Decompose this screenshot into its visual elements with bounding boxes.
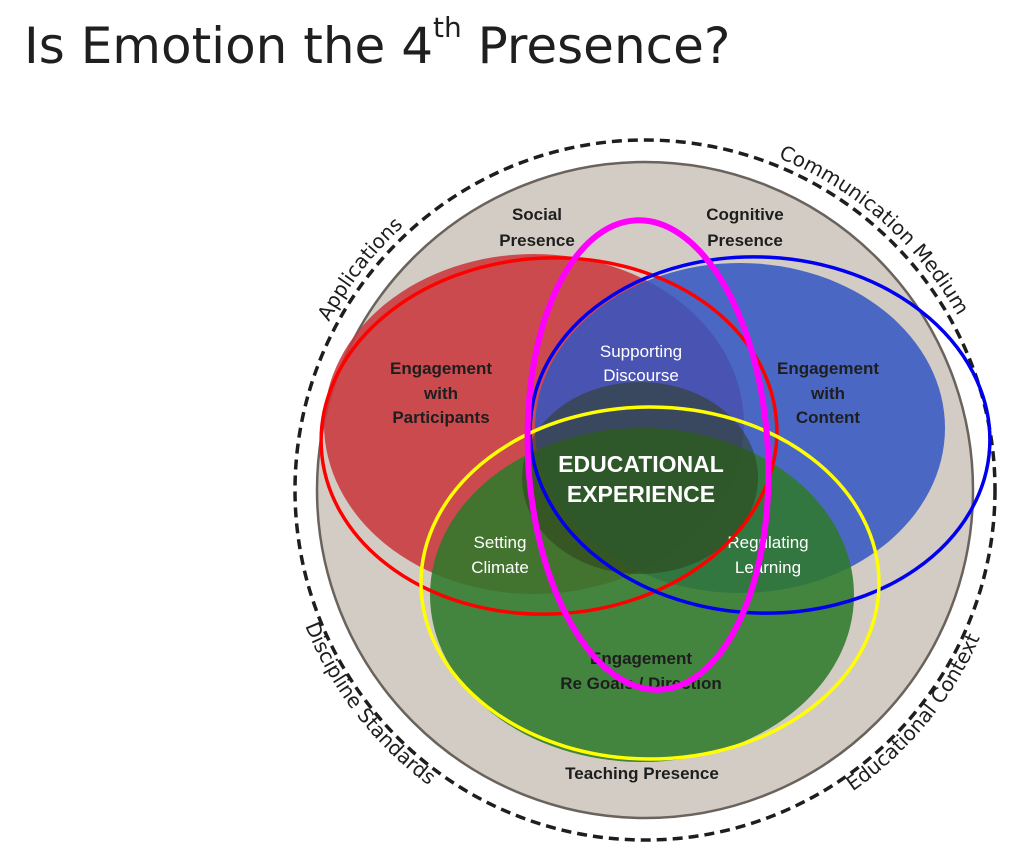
context-ring xyxy=(293,138,997,842)
educational-experience-line1: EDUCATIONAL xyxy=(558,451,724,477)
highlight-outlines xyxy=(319,217,992,761)
cognitive-presence-label-line1: Cognitive xyxy=(706,205,783,224)
engagement-goals-line2: Re Goals / Direction xyxy=(560,674,722,693)
presence-labels: Social Presence Cognitive Presence Teach… xyxy=(499,205,784,783)
region-labels: Engagement with Participants Engagement … xyxy=(390,342,879,693)
engagement-participants-line3: Participants xyxy=(392,408,489,427)
setting-climate-line1: Setting xyxy=(474,533,527,552)
engagement-content-line2: with xyxy=(810,384,845,403)
engagement-content-line1: Engagement xyxy=(777,359,879,378)
cognitive-presence-label-line2: Presence xyxy=(707,231,783,250)
supporting-discourse-line2: Discourse xyxy=(603,366,679,385)
magenta-outline-ellipse xyxy=(524,217,772,693)
supporting-discourse-line1: Supporting xyxy=(600,342,682,361)
social-presence-label-line2: Presence xyxy=(499,231,575,250)
engagement-content-line3: Content xyxy=(796,408,861,427)
engagement-goals-line1: Engagement xyxy=(590,649,692,668)
educational-experience-core xyxy=(522,382,758,574)
yellow-outline-ellipse xyxy=(419,405,881,761)
title-suffix: Presence? xyxy=(461,17,731,75)
engagement-participants-line2: with xyxy=(423,384,458,403)
regulating-learning-line2: Learning xyxy=(735,558,801,577)
educational-experience-line2: EXPERIENCE xyxy=(567,481,715,507)
title-prefix: Is Emotion the 4 xyxy=(24,17,434,75)
red-outline-ellipse xyxy=(319,256,779,616)
title-superscript: th xyxy=(433,11,462,44)
social-presence-label-line1: Social xyxy=(512,205,562,224)
engagement-participants-line1: Engagement xyxy=(390,359,492,378)
regulating-learning-line1: Regulating xyxy=(727,533,808,552)
setting-climate-line2: Climate xyxy=(471,558,529,577)
slide-title: Is Emotion the 4th Presence? xyxy=(24,14,731,76)
teaching-presence-label: Teaching Presence xyxy=(565,764,719,783)
